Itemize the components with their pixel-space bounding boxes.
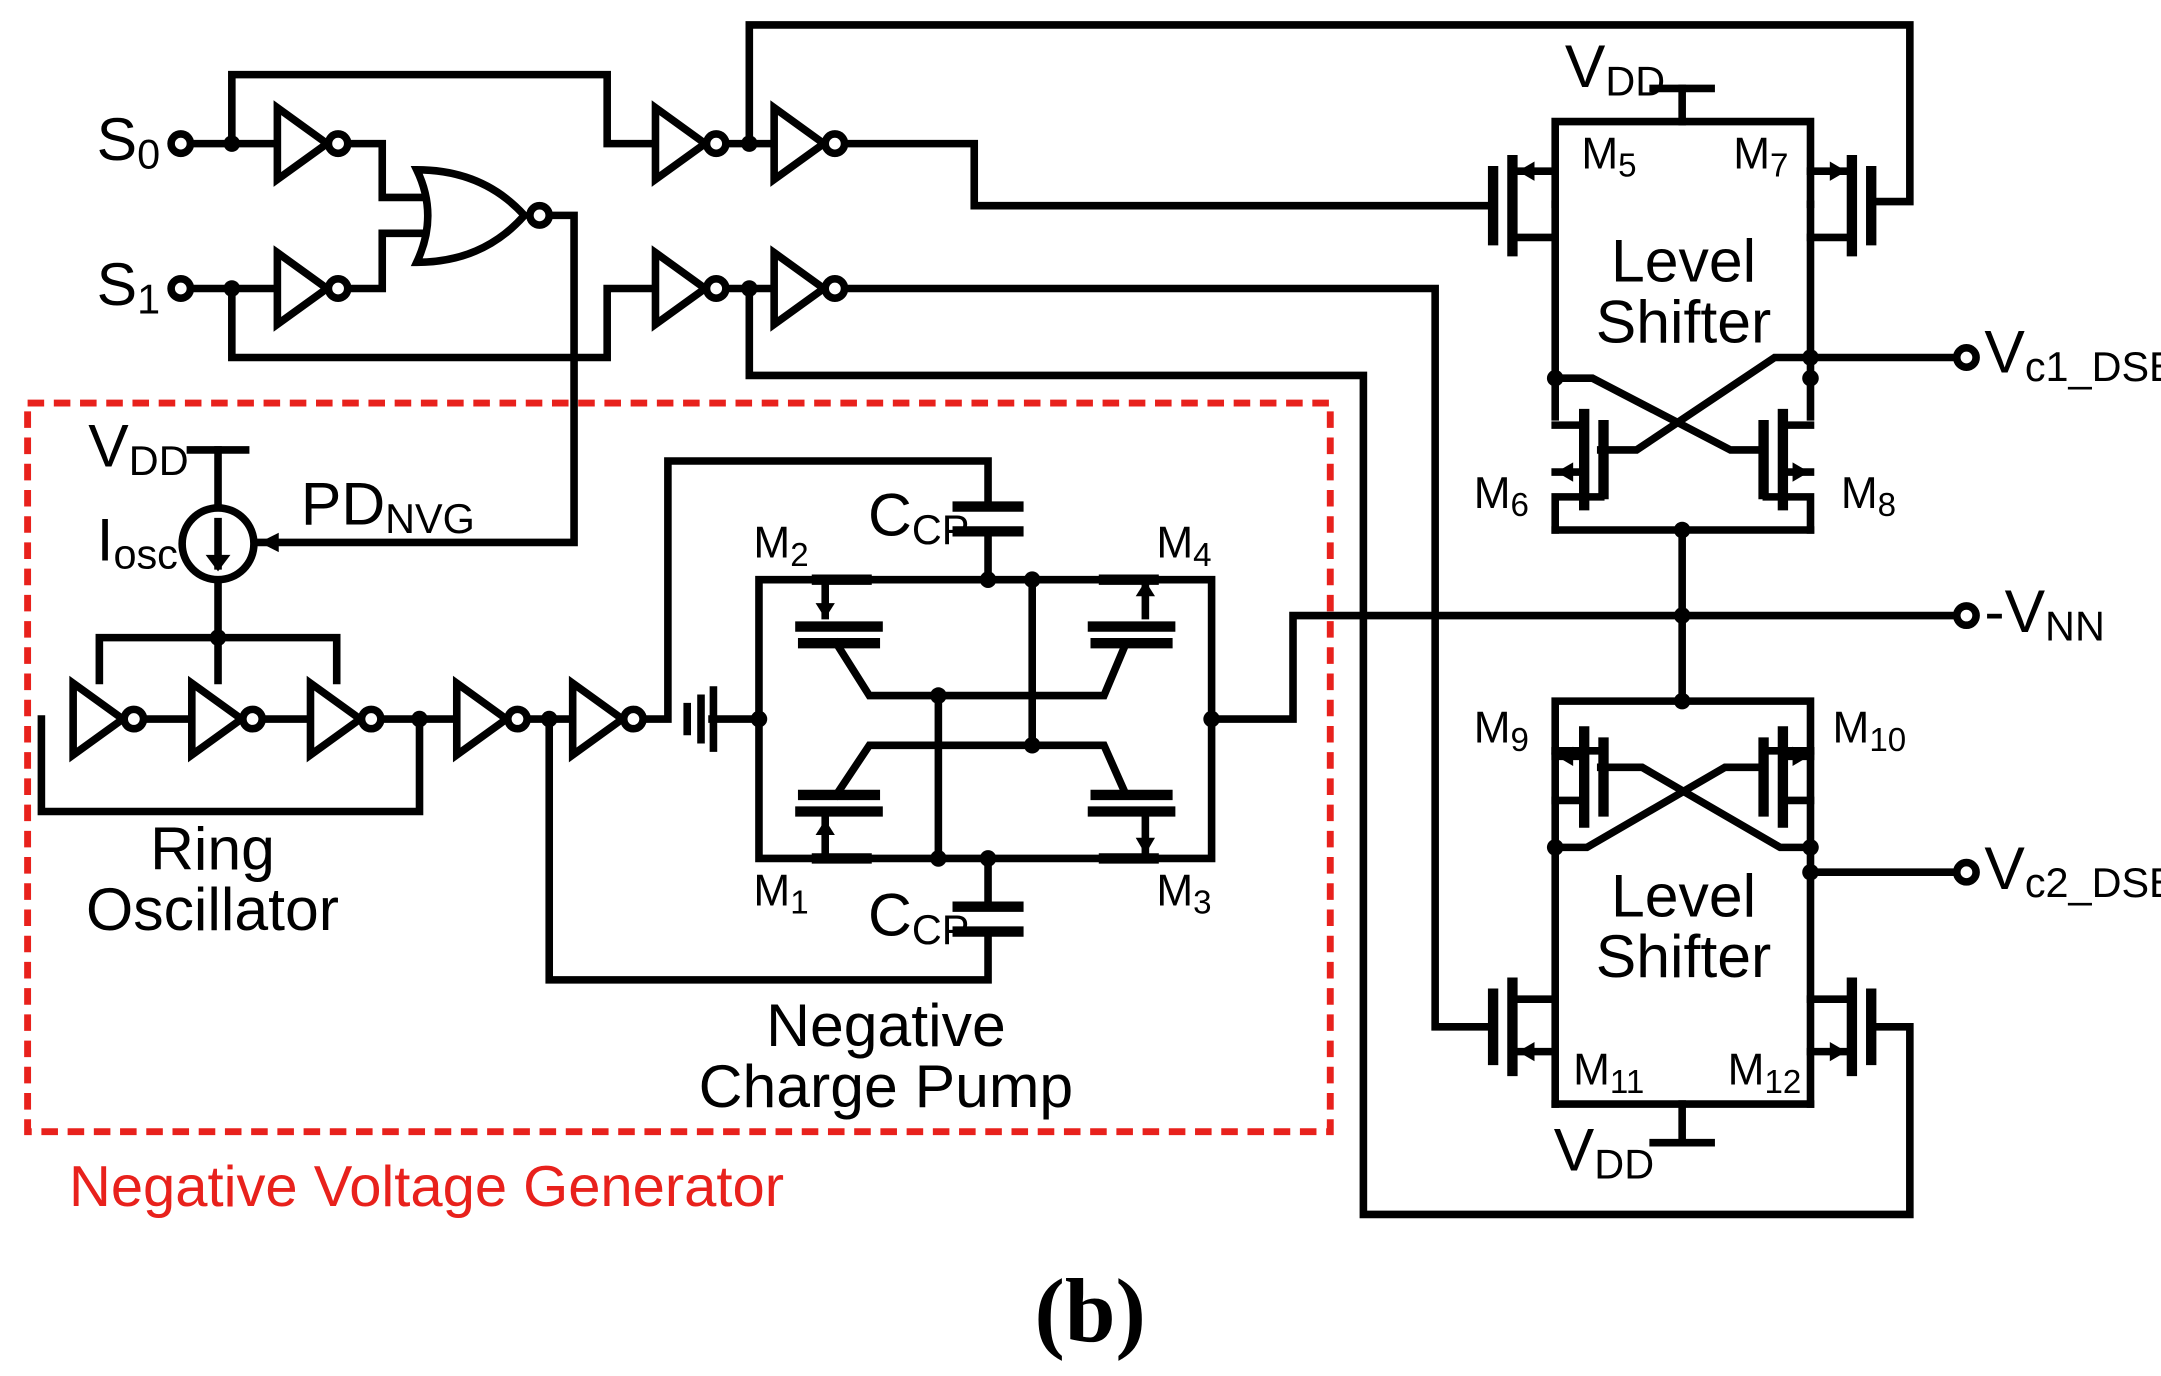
inverter-s1 bbox=[277, 253, 347, 325]
label-m8: M8 bbox=[1841, 469, 1896, 524]
transistor-m5 bbox=[1487, 154, 1559, 257]
inverter-s1-buf2 bbox=[774, 253, 844, 325]
label-s0: S0 bbox=[97, 105, 161, 177]
transistor-m8 bbox=[1758, 408, 1815, 511]
label-charge-pump-2: Charge Pump bbox=[699, 1052, 1074, 1120]
transistor-m7 bbox=[1806, 154, 1877, 257]
inverter-s0 bbox=[277, 108, 347, 180]
transistor-m12 bbox=[1806, 977, 1877, 1077]
label-m9: M9 bbox=[1474, 704, 1529, 759]
inverter-s0-buf1 bbox=[655, 108, 725, 180]
label-s1: S1 bbox=[97, 250, 161, 322]
labels: S0 S1 VDD VDD VDD PDNVG Iosc Vc1_DSB -VN… bbox=[69, 32, 2161, 1361]
buffer-inverter-1 bbox=[457, 683, 527, 755]
transistor-m11 bbox=[1487, 977, 1559, 1077]
label-m3: M3 bbox=[1156, 866, 1211, 921]
nor-gate bbox=[410, 166, 554, 267]
label-ring-oscillator-2: Oscillator bbox=[86, 875, 339, 943]
capacitor-ccp-bottom bbox=[952, 901, 1024, 937]
label-vc1-dsb: Vc1_DSB bbox=[1984, 318, 2161, 390]
label-pd-nvg: PDNVG bbox=[301, 469, 475, 541]
capacitor-ccp-top bbox=[952, 501, 1024, 537]
inverter-s1-buf1 bbox=[655, 253, 725, 325]
label-level-shifter-top-2: Shifter bbox=[1596, 287, 1771, 355]
label-ccp-top: CCP bbox=[868, 481, 969, 553]
pin-s1 bbox=[167, 275, 195, 302]
label-m2: M2 bbox=[753, 519, 808, 574]
pin-vc2-dsb bbox=[1952, 858, 1980, 886]
transistor-m4 bbox=[1087, 574, 1176, 649]
pin-vc1-dsb bbox=[1952, 344, 1980, 371]
io-pins bbox=[167, 130, 1980, 886]
label-iosc: Iosc bbox=[97, 505, 178, 577]
label-ccp-bottom: CCP bbox=[868, 881, 969, 953]
label-m1: M1 bbox=[753, 866, 808, 921]
buffer-inverter-2 bbox=[573, 683, 643, 755]
label-m12: M12 bbox=[1728, 1046, 1802, 1101]
figure-caption: (b) bbox=[1035, 1260, 1146, 1361]
label-m7: M7 bbox=[1733, 129, 1788, 184]
nvg-boundary-box bbox=[24, 399, 1334, 1136]
transistor-m6 bbox=[1551, 408, 1609, 511]
label-level-shifter-top-1: Level bbox=[1611, 227, 1756, 295]
transistor-m10 bbox=[1758, 726, 1815, 828]
label-m11: M11 bbox=[1573, 1046, 1644, 1101]
label-m6: M6 bbox=[1474, 469, 1529, 524]
inverter-s0-buf2 bbox=[774, 108, 844, 180]
transistor-m3 bbox=[1087, 789, 1176, 864]
label-charge-pump-1: Negative bbox=[766, 991, 1006, 1059]
label-vc2-dsb: Vc2_DSB bbox=[1984, 834, 2161, 906]
label-negative-voltage-generator: Negative Voltage Generator bbox=[69, 1155, 784, 1219]
transistor-m1 bbox=[795, 789, 883, 864]
label-vdd-top: VDD bbox=[1565, 32, 1665, 104]
junction-dots bbox=[209, 135, 1819, 881]
ring-osc-inverter-1 bbox=[73, 683, 143, 755]
label-vdd-bottom: VDD bbox=[1554, 1115, 1654, 1187]
transistor-m2 bbox=[795, 574, 883, 649]
label-vnn: -VNN bbox=[1984, 577, 2104, 649]
label-m5: M5 bbox=[1581, 129, 1636, 184]
label-vdd-osc: VDD bbox=[88, 412, 188, 484]
label-level-shifter-bottom-2: Shifter bbox=[1596, 922, 1771, 990]
pin-vnn bbox=[1952, 602, 1980, 630]
label-m10: M10 bbox=[1833, 704, 1907, 759]
label-level-shifter-bottom-1: Level bbox=[1611, 861, 1756, 929]
ring-osc-inverter-3 bbox=[310, 683, 380, 755]
transistor-m9 bbox=[1551, 726, 1609, 828]
logic-gates bbox=[73, 108, 844, 755]
wire-network bbox=[37, 21, 1964, 1219]
label-ring-oscillator-1: Ring bbox=[150, 814, 275, 882]
current-source-iosc bbox=[178, 504, 279, 584]
ring-osc-inverter-2 bbox=[192, 683, 262, 755]
ground-symbol bbox=[683, 686, 718, 752]
label-m4: M4 bbox=[1156, 519, 1211, 574]
pin-s0 bbox=[167, 130, 195, 158]
